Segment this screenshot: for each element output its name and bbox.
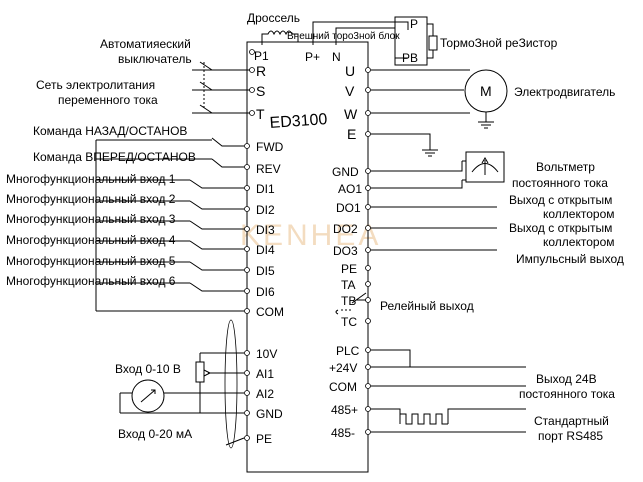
breaker-label-1: Автоматияеский [100, 37, 191, 51]
pin-com-left: COM [256, 305, 284, 319]
mains-label-2: переменного тока [58, 93, 158, 107]
rs485-wiring: Стандартный порт RS485 [371, 408, 609, 443]
di5-label: Многофункциональный вход 5 [6, 254, 176, 268]
do1-label-1: Выход с открытым [509, 193, 612, 207]
pin-ai2: AI2 [256, 387, 274, 401]
mains-label-1: Сеть электролитания [36, 78, 155, 92]
pin-gnd-left: GND [256, 407, 283, 421]
pin-t: T [256, 106, 265, 122]
pin-tc: TC [341, 315, 357, 329]
choke: Дроссель [247, 11, 300, 45]
pin-fwd: FWD [256, 140, 284, 154]
pin-e: E [347, 126, 356, 142]
pin-w: W [344, 106, 358, 122]
pin-pe-right: PE [341, 262, 357, 276]
pin-do2: DO2 [333, 222, 358, 236]
breaker-label-2: выключатель [118, 52, 192, 66]
pin-di4: DI4 [256, 243, 275, 257]
right-terminals [365, 67, 371, 435]
pin-gnd-right: GND [332, 165, 359, 179]
digital-input-wiring [95, 137, 244, 312]
model-label: ED3100 [269, 111, 328, 132]
pin-rev: REV [256, 162, 281, 176]
rs485-label-2: порт RS485 [538, 429, 603, 443]
pin-tb: TB [341, 294, 356, 308]
brake-unit-label: Внешний торо3ной блок [287, 30, 400, 42]
motor-m-label: M [480, 83, 492, 99]
pin-10v: 10V [256, 347, 277, 361]
pin-di3: DI3 [256, 223, 275, 237]
pin-di1: DI1 [256, 182, 275, 196]
reverse-label: Команда НАЗАД/ОСТАНОВ [33, 124, 187, 138]
left-terminals [244, 49, 255, 441]
relay-output: Релейный выход [335, 292, 474, 315]
pin-485-minus: 485- [331, 426, 355, 440]
pin-pe-left: PE [256, 432, 272, 446]
forward-label: Команда ВПЕРЕД/ОСТАНОВ [33, 150, 196, 164]
pin-v: V [345, 83, 355, 99]
pin-p-plus: P+ [305, 50, 320, 64]
pin-24v: +24V [329, 361, 357, 375]
di6-label: Многофункциональный вход 6 [6, 274, 176, 288]
pin-ta: TA [341, 278, 355, 292]
motor-label: Электродвигатель [514, 85, 615, 99]
input-ma-label: Вход 0-20 мА [118, 427, 192, 441]
voltmeter-label-1: Вольтметр [536, 160, 595, 174]
di4-label: Многофункциональный вход 4 [6, 233, 176, 247]
di2-label: Многофункциональный вход 2 [6, 192, 176, 206]
do3-label: Импульсный выход [516, 252, 624, 266]
do2-label-1: Выход с открытым [509, 221, 612, 235]
do2-label-2: коллектором [543, 235, 615, 249]
control-labels: Команда НАЗАД/ОСТАНОВ Команда ВПЕРЕД/ОСТ… [6, 124, 196, 288]
brake-pb-label: PB [402, 51, 418, 65]
inverter-body [246, 41, 369, 473]
pin-ao1: AO1 [338, 182, 362, 196]
pin-s: S [256, 83, 265, 99]
pin-di2: DI2 [256, 203, 275, 217]
input-v-label: Вход 0-10 В [115, 362, 181, 376]
out24-label-2: постоянного тока [519, 387, 615, 401]
pin-do3: DO3 [333, 244, 358, 258]
choke-label: Дроссель [247, 11, 300, 25]
voltmeter-label-2: постоянного тока [512, 176, 608, 190]
pin-r: R [256, 63, 266, 79]
brake-p-label: P [410, 17, 418, 31]
right-pins: U V W E GND AO1 DO1 DO2 DO3 PE TA TB TC … [329, 63, 362, 440]
pin-do1: DO1 [336, 201, 361, 215]
di3-label: Многофункциональный вход 3 [6, 212, 176, 226]
pin-ai1: AI1 [256, 367, 274, 381]
do-outputs: Выход с открытым коллектором Выход с отк… [371, 193, 624, 266]
voltmeter: Вольтметр постоянного тока [371, 151, 608, 190]
pin-n: N [332, 50, 341, 64]
pin-di6: DI6 [256, 285, 275, 299]
brake-box: P PB ТормоЗной реЗистор [394, 16, 558, 66]
pin-u: U [345, 63, 355, 79]
pin-p1: P1 [254, 49, 269, 63]
relay-label: Релейный выход [380, 299, 474, 313]
pin-485-plus: 485+ [331, 403, 358, 417]
brake-resistor-label: ТормоЗной реЗистор [440, 36, 558, 50]
pin-di5: DI5 [256, 264, 275, 278]
pin-com-right: COM [329, 380, 357, 394]
out24-wiring: Выход 24В постоянного тока [371, 349, 615, 401]
left-pins: P1 R S T FWD REV DI1 DI2 DI3 DI4 DI5 DI6… [254, 49, 284, 446]
pin-plc: PLC [336, 344, 360, 358]
motor-wiring: M Электродвигатель [371, 69, 615, 157]
do1-label-2: коллектором [543, 207, 615, 221]
mains-input: Автоматияеский выключатель Сеть электрол… [36, 37, 252, 114]
rs485-label-1: Стандартный [534, 414, 609, 428]
out24-label-1: Выход 24В [536, 372, 597, 386]
watermark: KENHEA [240, 219, 381, 252]
di1-label: Многофункциональный вход 1 [6, 172, 176, 186]
analog-input-wiring: Вход 0-10 В Вход 0-20 мА [115, 319, 245, 449]
